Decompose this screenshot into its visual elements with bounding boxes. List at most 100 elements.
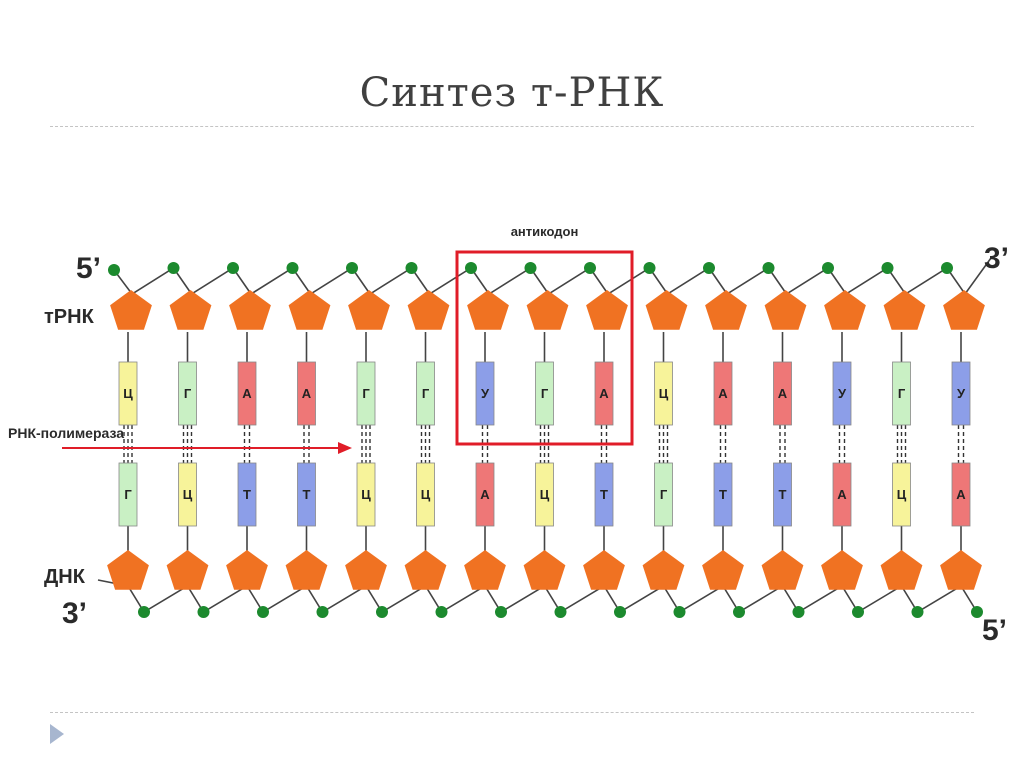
dna-phosphate — [316, 606, 329, 618]
dna-sugar — [166, 550, 209, 590]
trna-sugar — [705, 290, 747, 330]
trna-sugar — [764, 290, 807, 330]
trna-base — [832, 361, 852, 426]
dna-base — [535, 462, 554, 527]
dna-base-letter: А — [837, 487, 847, 502]
dna-sugar — [821, 550, 863, 590]
trna-base-letter: Г — [898, 386, 906, 401]
trna-base — [297, 361, 316, 426]
dna-phosphate — [911, 606, 924, 618]
dna-sugar — [523, 550, 566, 590]
dna-base — [118, 462, 138, 527]
dna-sugar — [464, 550, 506, 590]
dna-phosphate — [971, 606, 983, 618]
base-stalks — [127, 332, 962, 554]
trna-backbone — [113, 257, 992, 296]
dna-sugar — [345, 550, 387, 590]
dna-sugar — [583, 550, 625, 590]
trna-label: тРНК — [44, 306, 95, 328]
dna-base — [178, 462, 197, 527]
dna-base-letter: А — [956, 487, 966, 502]
trna-sugar — [407, 290, 450, 330]
dna-phosphate — [138, 606, 150, 618]
dna-base — [713, 462, 733, 527]
trna-sugar — [467, 290, 509, 330]
dna-base-letter: Ц — [540, 487, 550, 502]
trna-sugar — [288, 290, 331, 330]
trna-phosphate — [881, 262, 894, 274]
trna-phosphate — [405, 262, 418, 274]
dna-base-letter: Т — [303, 487, 311, 502]
trna-base — [951, 361, 971, 426]
dna-base — [356, 462, 376, 527]
dna-base-letter: Ц — [183, 487, 193, 502]
trna-base — [654, 361, 673, 426]
trna-sugar — [229, 290, 271, 330]
trna-phosphate — [465, 262, 477, 274]
dna-base — [237, 462, 257, 527]
top-left-5-prime: 5’ — [76, 252, 101, 285]
trna-phosphate — [643, 262, 656, 274]
trna-phosphate — [703, 262, 715, 274]
trna-base-letter: Г — [362, 386, 370, 401]
trna-sugar — [526, 290, 569, 330]
dna-base-letter: Ц — [421, 487, 431, 502]
dna-base-letter: Т — [600, 487, 608, 502]
dna-base — [892, 462, 911, 527]
polymerase-label: РНК-полимераза — [8, 425, 124, 441]
trna-base — [594, 361, 614, 426]
dna-phosphate — [495, 606, 507, 618]
dna-base — [773, 462, 792, 527]
dna-phosphate — [376, 606, 388, 618]
trna-base-letter: У — [481, 386, 490, 401]
dna-phosphate — [197, 606, 210, 618]
trna-base — [892, 361, 911, 426]
trna-phosphate — [167, 262, 180, 274]
dna-phosphate — [733, 606, 745, 618]
trna-phosphate — [108, 264, 120, 276]
dna-phosphate — [673, 606, 686, 618]
dna-sugar — [285, 550, 328, 590]
trna-phosphate — [762, 262, 775, 274]
trna-base — [773, 361, 792, 426]
trna-sugar — [169, 290, 212, 330]
slide-title: Синтез т-РНК — [359, 70, 665, 116]
trna-sugar — [824, 290, 866, 330]
trna-base-letter: Г — [184, 386, 192, 401]
dna-phosphate — [435, 606, 448, 618]
dna-phosphate — [554, 606, 567, 618]
trna-sugar — [943, 290, 985, 330]
trna-phosphate — [584, 262, 596, 274]
footer-divider — [50, 712, 974, 713]
trna-base — [416, 361, 435, 426]
trna-sugar — [883, 290, 926, 330]
trna-base — [237, 361, 257, 426]
play-triangle-icon[interactable] — [50, 724, 64, 744]
dna-base — [951, 462, 971, 527]
trna-base-letter: А — [778, 386, 788, 401]
dna-sugar — [642, 550, 685, 590]
dna-base-letter: Ц — [897, 487, 907, 502]
dna-phosphate — [257, 606, 269, 618]
dna-label: ДНК — [44, 566, 86, 588]
dna-sugar — [404, 550, 447, 590]
trna-base-letter: А — [242, 386, 252, 401]
trna-phosphate — [227, 262, 239, 274]
trna-sugar — [645, 290, 688, 330]
title-divider — [50, 126, 974, 127]
trna-phosphate — [346, 262, 358, 274]
top-right-3-prime: 3’ — [984, 242, 1009, 275]
anticodon-box — [455, 250, 634, 446]
dna-base-letter: Ц — [361, 487, 371, 502]
dna-phosphate — [614, 606, 626, 618]
trna-base-letter: А — [302, 386, 312, 401]
trna-base-letter: У — [957, 386, 966, 401]
dna-base — [594, 462, 614, 527]
anticodon-label: антикодон — [511, 224, 579, 239]
trna-base-letter: А — [718, 386, 728, 401]
dna-base-letter: Т — [719, 487, 727, 502]
dna-base — [416, 462, 435, 527]
dna-base — [654, 462, 673, 527]
bottom-right-5-prime: 5’ — [982, 614, 1007, 647]
